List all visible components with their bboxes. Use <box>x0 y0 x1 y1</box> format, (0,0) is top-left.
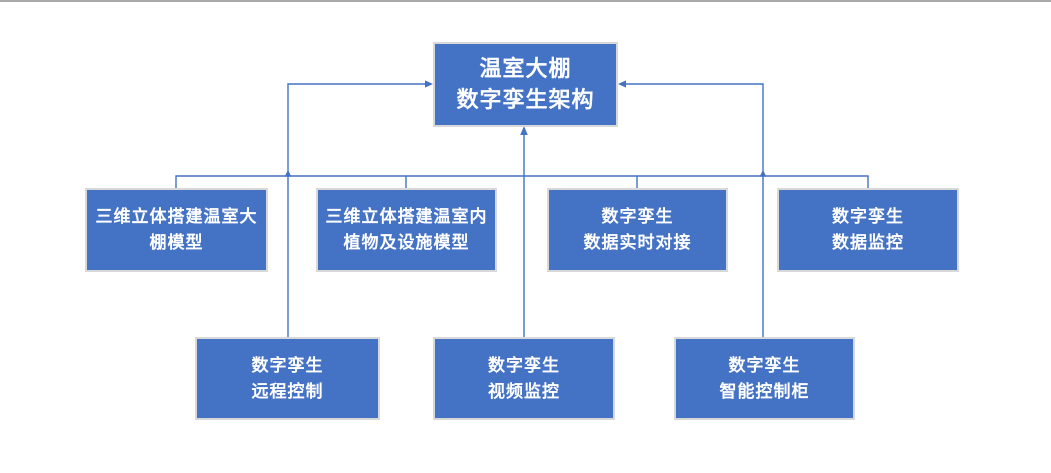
node-root-digital-twin-architecture: 温室大棚 数字孪生架构 <box>433 42 618 127</box>
node-label-line: 三维立体搭建温室内 <box>325 207 488 227</box>
right-elbow-connector-line <box>626 83 764 337</box>
node-remote-control: 数字孪生 远程控制 <box>195 337 380 420</box>
bus-connector-line <box>175 175 869 188</box>
node-realtime-data-connection: 数字孪生 数据实时对接 <box>547 188 728 272</box>
node-label-line: 数字孪生 <box>832 207 904 227</box>
node-video-monitoring: 数字孪生 视频监控 <box>433 337 615 420</box>
page-top-divider <box>0 0 1051 2</box>
node-label-line: 棚模型 <box>149 233 204 253</box>
node-label-line: 数字孪生 <box>488 355 560 376</box>
right-bus-junction-arrowhead-icon <box>759 170 767 177</box>
node-label-line: 温室大棚 <box>479 56 572 82</box>
node-smart-control-cabinet: 数字孪生 智能控制柜 <box>674 337 855 420</box>
left-elbow-connector-line <box>287 83 425 337</box>
left-arrowhead-icon <box>425 80 433 88</box>
node-label-line: 智能控制柜 <box>719 381 810 402</box>
node-label-line: 植物及设施模型 <box>343 233 470 253</box>
right-arrowhead-icon <box>618 80 626 88</box>
node-label-line: 远程控制 <box>251 381 324 402</box>
node-greenhouse-3d-model: 三维立体搭建温室大 棚模型 <box>85 188 268 272</box>
left-bus-junction-arrowhead-icon <box>284 170 292 177</box>
node-label-line: 数字孪生 <box>251 355 324 376</box>
node-label-line: 数据实时对接 <box>583 233 692 253</box>
node-label-line: 数字孪生 <box>728 355 801 376</box>
center-arrowhead-icon <box>520 126 528 135</box>
node-label-line: 数据监控 <box>832 233 904 253</box>
node-label-line: 视频监控 <box>488 381 560 402</box>
node-data-monitoring: 数字孪生 数据监控 <box>777 188 959 272</box>
node-label-line: 数字孪生 <box>601 207 674 227</box>
node-plant-facility-3d-model: 三维立体搭建温室内 植物及设施模型 <box>316 188 497 272</box>
node-label-line: 三维立体搭建温室大 <box>95 207 258 227</box>
node-label-line: 数字孪生架构 <box>456 87 595 113</box>
